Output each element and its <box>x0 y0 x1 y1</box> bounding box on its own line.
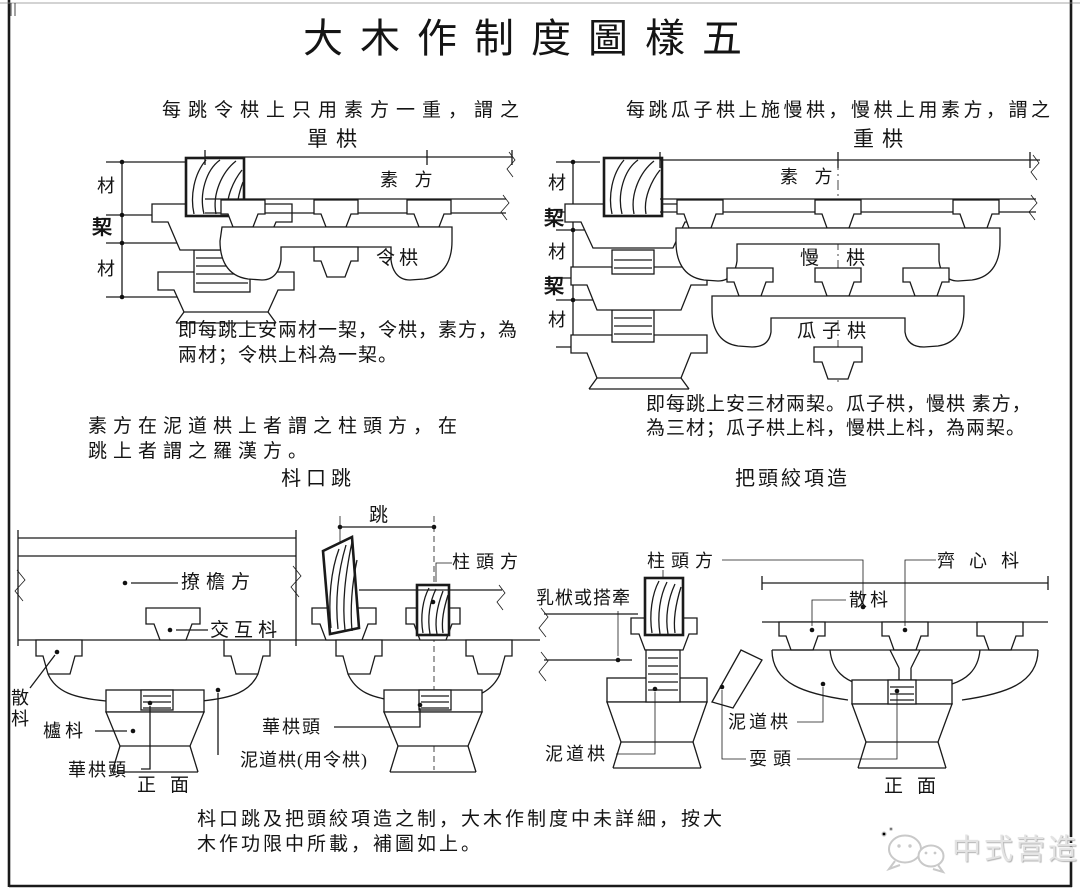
doukoutiao-front-view <box>14 530 540 773</box>
chonggong-note-line2: 為三材；瓜子栱上枓，慢栱上枓，為兩栔。 <box>646 418 1027 439</box>
sufang-label: 素 方 <box>780 167 839 187</box>
dangong-front-view <box>204 150 516 281</box>
tiao-dim-label: 跳 <box>369 505 389 526</box>
dangong-caption: 每跳令栱上只用素方一重，謂之 <box>162 100 527 121</box>
sufang-note-line2: 跳上者謂之羅漢方。 <box>88 441 314 462</box>
shuatou-label: 耍頭 <box>749 749 797 769</box>
nidaogong-yonglinggong-label: 泥道栱(用令栱) <box>240 750 368 770</box>
zhutoufang-label: 柱頭方 <box>452 552 524 572</box>
front-view-label: 正面 <box>884 776 951 797</box>
dangong-heading: 單栱 <box>307 127 365 151</box>
chonggong-heading: 重栱 <box>853 127 911 151</box>
sufang-label: 素 方 <box>380 170 439 190</box>
liaoyanfang-label: 撩檐方 <box>181 572 257 593</box>
dim-label-cai: 材 <box>97 176 115 196</box>
sufang-note-line1: 素方在泥道栱上者謂之柱頭方，在 <box>88 416 464 437</box>
chonggong-caption: 每跳瓜子栱上施慢栱，慢栱上用素方，謂之 <box>626 100 1054 121</box>
dim-label-qi: 栔 <box>544 276 564 298</box>
chonggong-section-view <box>556 156 708 390</box>
dim-label-qi: 栔 <box>544 208 564 230</box>
section-heading-doukoutiao: 枓口跳 <box>281 468 356 490</box>
batoujiaoxiang-front-view <box>721 559 1049 769</box>
qixindou-label: 齊心枓 <box>937 551 1033 571</box>
footer-note-line2: 木作功限中所載，補圖如上。 <box>197 834 484 855</box>
page-title: 大木作制度圖樣五 <box>303 16 759 61</box>
nidaogong-label: 泥道栱 <box>545 744 608 764</box>
footer-note-line1: 枓口跳及把頭絞項造之制，大木作制度中未詳細，按大 <box>197 809 726 830</box>
dim-label-cai: 材 <box>97 259 115 279</box>
rufu-label: 乳栿或搭牽 <box>536 588 631 608</box>
section-heading-batoujiaoxiang: 把頭絞項造 <box>735 468 850 490</box>
ludou-label: 櫨枓 <box>43 721 87 741</box>
huagongtou-label: 華栱頭 <box>68 760 128 780</box>
doukoutiao-side-view <box>311 516 513 773</box>
front-view-label: 正面 <box>137 775 204 796</box>
mangong-label: 慢 栱 <box>800 248 870 269</box>
wechat-logo-icon <box>881 827 946 874</box>
guazigong-label: 瓜子栱 <box>797 321 873 342</box>
dangong-note-line2: 兩材；令栱上枓為一栔。 <box>178 345 399 366</box>
chonggong-front-view <box>659 152 1040 382</box>
dim-label-cai: 材 <box>548 173 566 193</box>
dim-label-cai: 材 <box>548 310 566 330</box>
watermark-text: 中式营造 <box>952 834 1080 866</box>
sandou-label: 散枓 <box>11 688 29 729</box>
nidaogong-label: 泥道栱 <box>728 712 791 732</box>
chonggong-note-line1: 即每跳上安三材兩栔。瓜子栱，慢栱 素方， <box>646 394 1032 415</box>
dim-label-qi: 栔 <box>92 217 112 239</box>
batoujiaoxiang-side-view <box>538 559 866 769</box>
huagongtou-label: 華栱頭 <box>262 717 322 737</box>
dangong-note-line1: 即每跳上安兩材一栔，令栱，素方，為 <box>178 320 519 341</box>
linggong-label: 令栱 <box>376 248 423 269</box>
sandou-label: 散枓 <box>849 590 891 610</box>
dim-label-cai: 材 <box>548 242 566 262</box>
jiaohudou-label: 交互枓 <box>210 620 283 641</box>
zhutoufang-label: 柱頭方 <box>647 551 719 571</box>
